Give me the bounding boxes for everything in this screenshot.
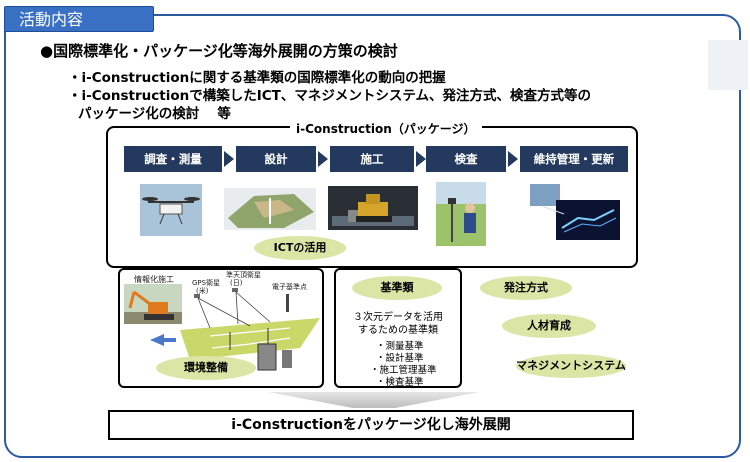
gnss-network-diagram (150, 288, 320, 371)
ordering-method-label: 発注方式 (480, 276, 572, 300)
step-design: 設計 (236, 146, 316, 172)
excavator-icon (124, 284, 182, 324)
ict-label: ICTの活用 (254, 236, 346, 260)
drone-photo (140, 184, 202, 236)
step-arrow-icon (508, 151, 518, 167)
qzss-label: 準天頂衛星 (226, 271, 261, 279)
standards-label: 基準類 (352, 276, 442, 300)
standard-item: ・測量基準 (376, 341, 424, 352)
sub-bullet-2-cont: パッケージ化の検討 等 (78, 106, 231, 122)
hr-development-label: 人材育成 (502, 314, 596, 338)
maintenance-scan-image (530, 184, 620, 240)
sub-bullet-2: ・i-Constructionで構築したICT、マネジメントシステム、発注方式、… (68, 88, 591, 104)
standards-desc-2: するための基準類 (358, 325, 438, 336)
step-arrow-icon (224, 151, 234, 167)
main-bullet: ●国際標準化・パッケージ化等海外展開の方策の検討 (40, 42, 398, 60)
bulldozer-icon (328, 186, 418, 230)
standard-item: ・検査基準 (376, 377, 424, 388)
gps-satellite-sub: (米) (196, 287, 209, 295)
conclusion-box: i-Constructionをパッケージ化し海外展開 (108, 410, 634, 440)
standard-item: ・設計基準 (376, 353, 424, 364)
environment-label: 環境整備 (156, 356, 256, 380)
step-arrow-icon (318, 151, 328, 167)
base-station-label: 電子基準点 (272, 283, 307, 291)
step-maintenance: 維持管理・更新 (520, 146, 628, 172)
step-inspection: 検査 (426, 146, 506, 172)
surveyor-icon (436, 182, 486, 246)
section-tab: 活動内容 (4, 6, 154, 32)
gps-satellite-label: GPS衛星 (192, 279, 221, 287)
environment-box (118, 268, 324, 388)
sub-bullet-1: ・i-Constructionに関する基準類の国際標準化の動向の把握 (68, 70, 446, 86)
drone-icon (140, 184, 202, 236)
process-steps: 調査・測量 設計 施工 検査 維持管理・更新 (124, 146, 628, 172)
terrain-model-image (224, 188, 316, 230)
info-construction-label: 情報化施工 (134, 275, 174, 284)
step-survey: 調査・測量 (124, 146, 222, 172)
bridge-scan-icon (530, 184, 620, 240)
standard-item: ・施工管理基準 (370, 365, 437, 376)
package-label: i-Construction（パッケージ） (290, 120, 482, 137)
qzss-sub: (日) (230, 279, 243, 287)
terrain-icon (224, 188, 316, 230)
management-system-label: マネジメントシステム (516, 354, 626, 378)
side-strip (708, 40, 748, 90)
inspection-photo (436, 182, 486, 246)
step-arrow-icon (416, 151, 426, 167)
step-construction: 施工 (330, 146, 414, 172)
excavator-photo (124, 284, 182, 324)
standards-box (334, 268, 462, 388)
standards-desc-1: ３次元データを活用 (353, 312, 443, 323)
construction-point-cloud-image (328, 186, 418, 230)
